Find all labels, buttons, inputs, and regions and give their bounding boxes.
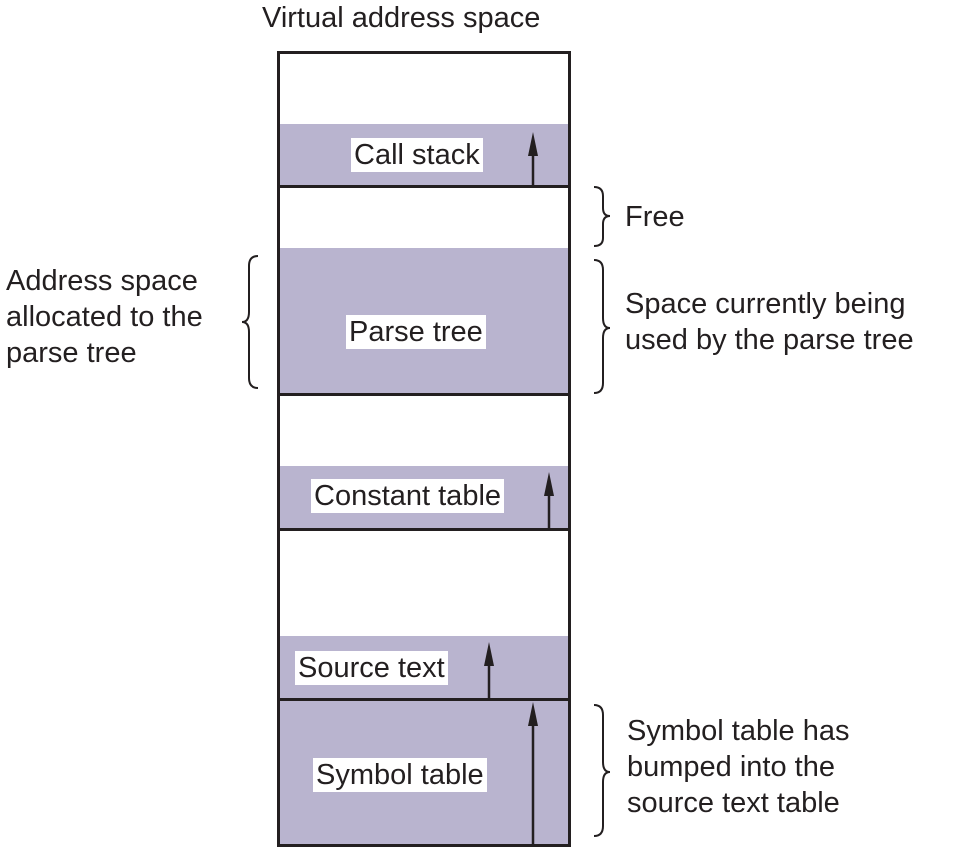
annotation-symbol-bumped-line-1: Symbol table has <box>627 715 850 747</box>
label-source-text: Source text <box>295 651 448 685</box>
annotation-symbol-bumped-line-2: bumped into the <box>627 751 835 783</box>
label-call-stack: Call stack <box>351 138 483 172</box>
brace-parse-allocated <box>241 255 259 389</box>
virtual-address-space-box: Call stack Parse tree Constant table Sou… <box>277 51 571 847</box>
arrow-up-icon-call-stack <box>528 132 538 185</box>
brace-parse-used <box>593 259 611 394</box>
annotation-parse-used: Space currently being used by the parse … <box>625 286 914 358</box>
brace-free <box>593 186 611 247</box>
label-parse-tree: Parse tree <box>346 315 486 349</box>
arrow-up-icon-constant-table <box>544 472 554 528</box>
arrow-up-icon-source-text <box>484 642 494 698</box>
annotation-parse-used-line-1: Space currently being <box>625 288 906 320</box>
label-constant-table: Constant table <box>311 479 505 513</box>
annotation-parse-allocated-line-2: allocated to the <box>6 301 203 333</box>
annotation-parse-allocated-line-1: Address space <box>6 265 198 297</box>
divider-parse-tree <box>280 393 568 396</box>
annotation-symbol-bumped: Symbol table has bumped into the source … <box>627 713 849 821</box>
diagram-title: Virtual address space <box>262 2 541 34</box>
divider-source-text <box>280 698 568 701</box>
arrow-up-icon-symbol-table <box>528 702 538 846</box>
annotation-symbol-bumped-line-3: source text table <box>627 787 840 819</box>
label-symbol-table: Symbol table <box>313 758 487 792</box>
annotation-free: Free <box>625 201 685 233</box>
annotation-parse-allocated: Address space allocated to the parse tre… <box>6 263 203 371</box>
brace-symbol-bumped <box>593 704 611 837</box>
divider-call-stack <box>280 185 568 188</box>
annotation-parse-used-line-2: used by the parse tree <box>625 324 914 356</box>
divider-constant-table <box>280 528 568 531</box>
annotation-parse-allocated-line-3: parse tree <box>6 337 137 369</box>
